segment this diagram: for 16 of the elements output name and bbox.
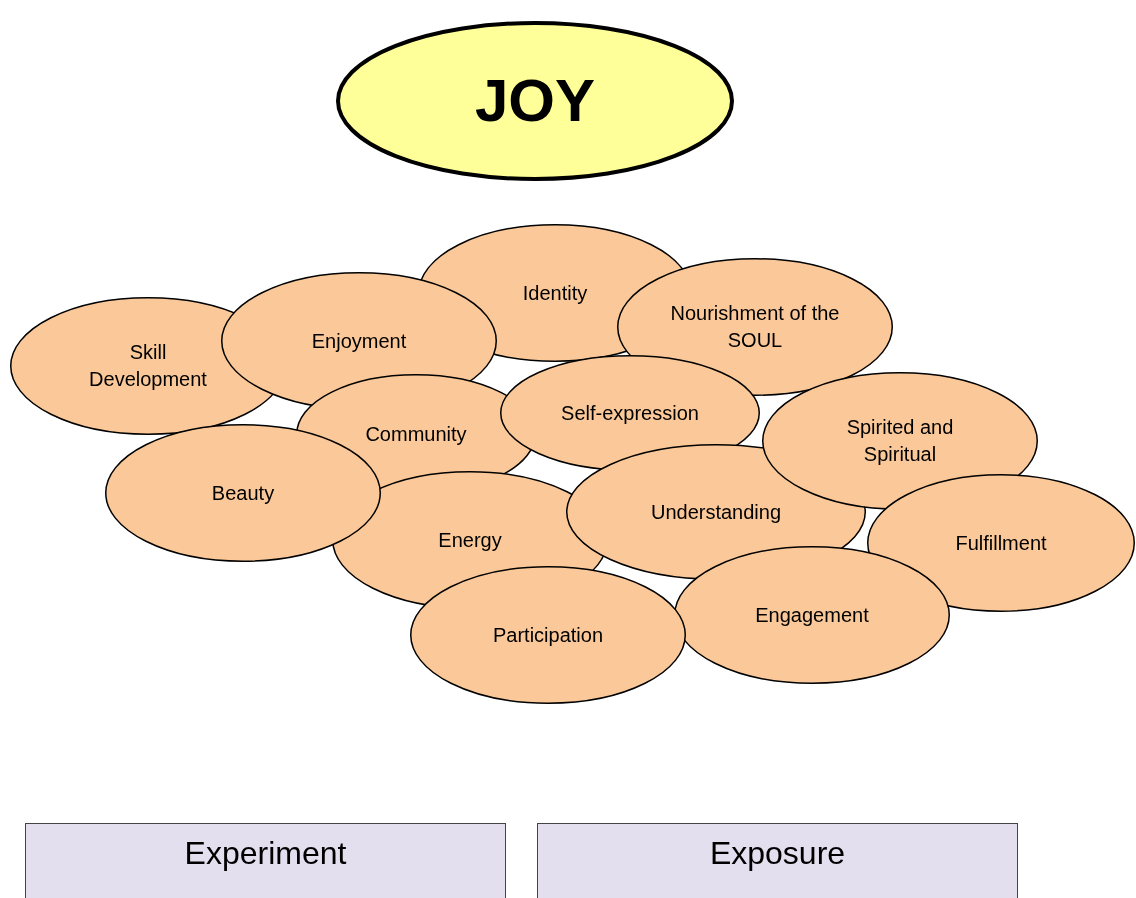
category-box: Experiment [25, 823, 506, 898]
oval-label: Beauty [210, 480, 276, 506]
oval-label: Skill Development [88, 340, 208, 392]
oval-label: Fulfillment [954, 530, 1048, 556]
oval-label: Participation [491, 622, 605, 648]
oval-label: Enjoyment [310, 328, 408, 354]
oval-label: Energy [437, 527, 503, 553]
oval-label: Nourishment of the SOUL [670, 301, 840, 353]
oval-label: Community [364, 421, 468, 447]
oval-label: Identity [521, 280, 589, 306]
oval-label: Engagement [754, 602, 870, 628]
category-box: Exposure [537, 823, 1018, 898]
oval-label: Self-expression [560, 400, 700, 426]
oval-label: Understanding [649, 499, 783, 525]
title-text: JOY [473, 66, 597, 136]
oval-label: Spirited and Spiritual [845, 415, 955, 467]
